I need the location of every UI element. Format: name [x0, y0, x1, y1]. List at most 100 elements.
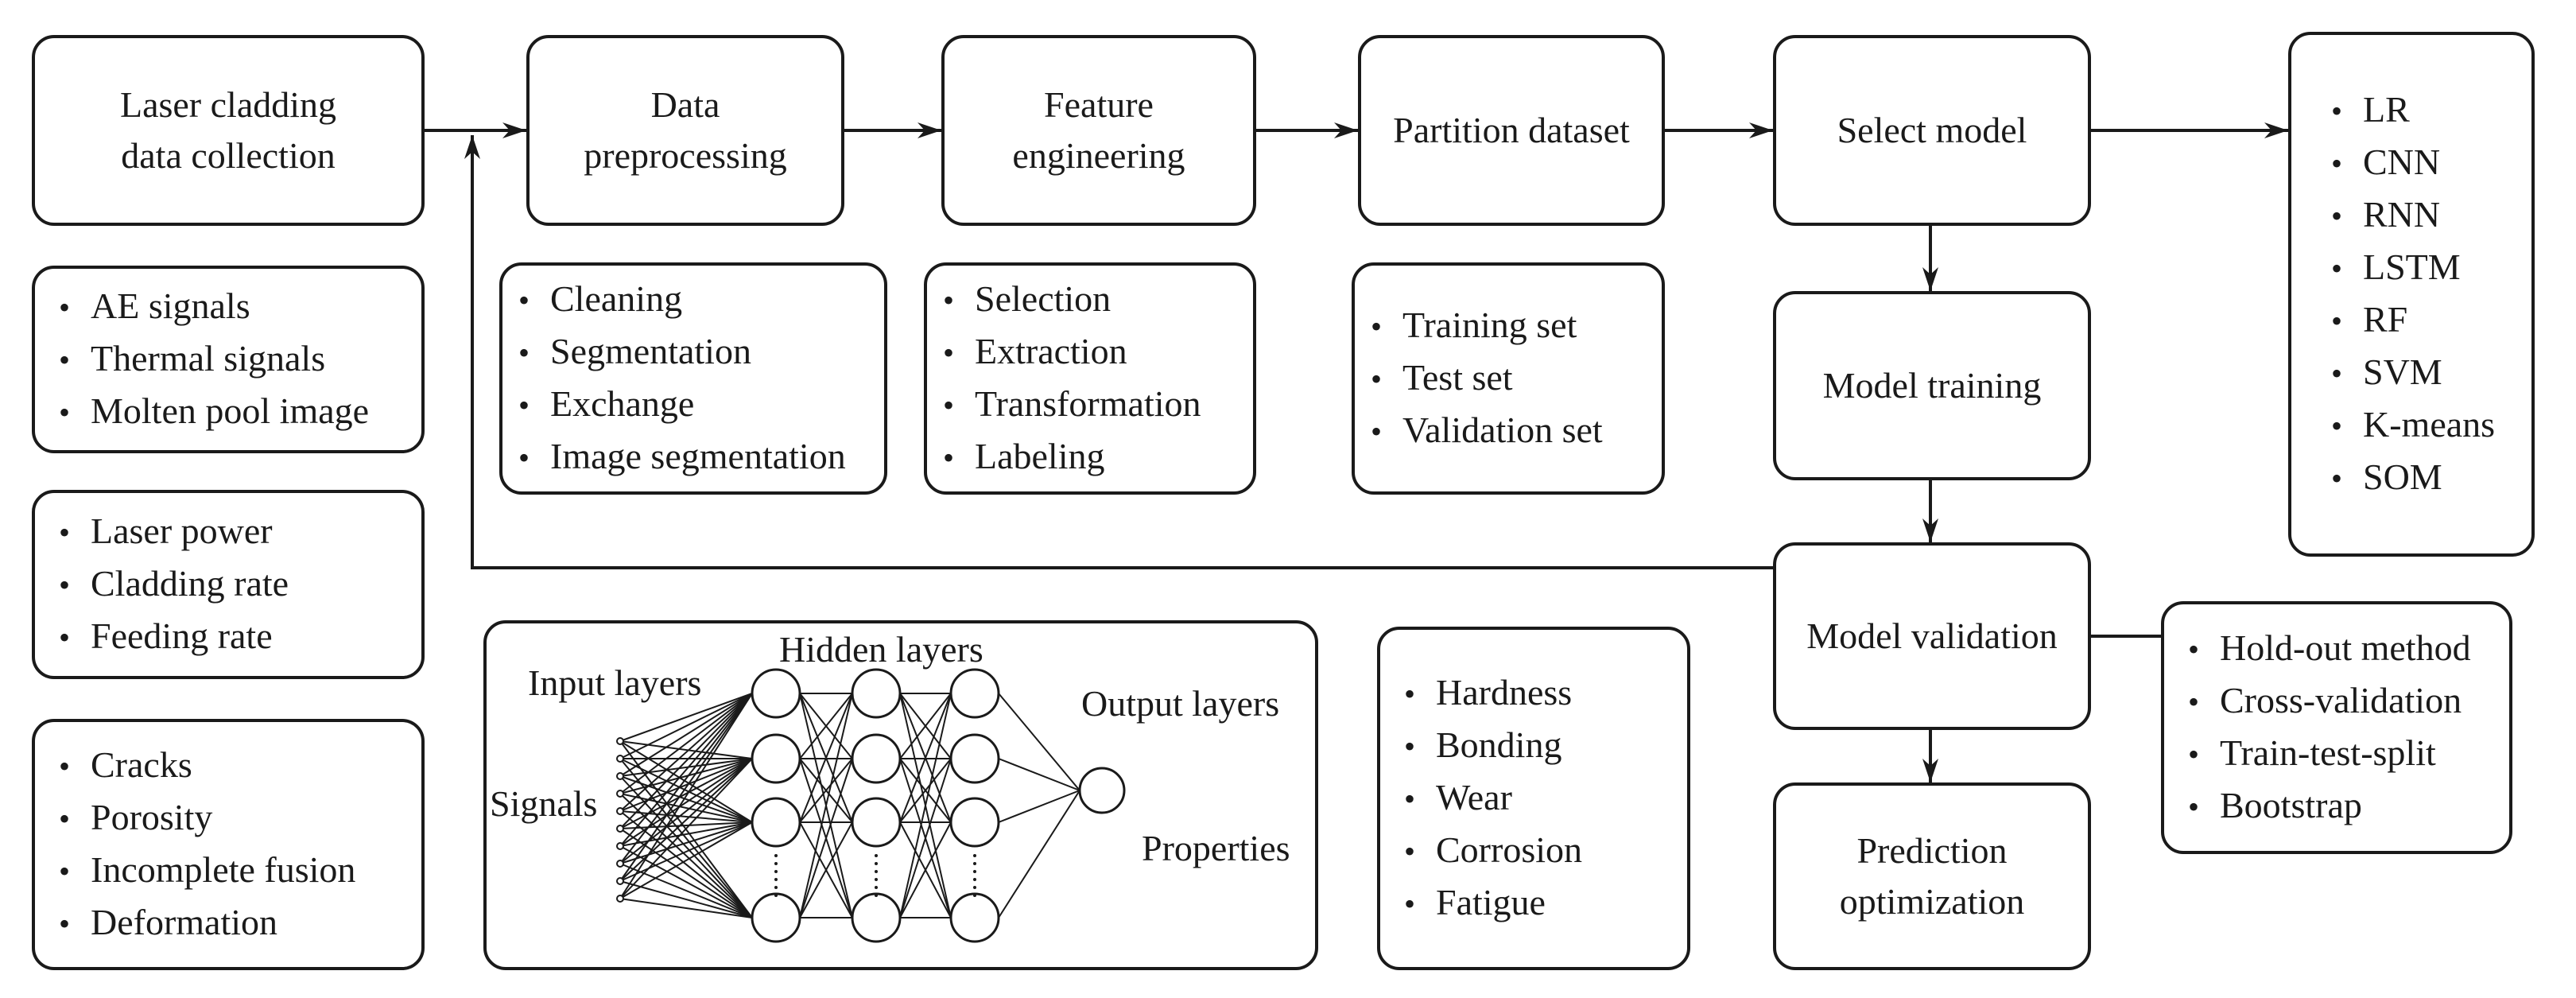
ellipsis-dot	[774, 854, 778, 857]
ellipsis-dot	[973, 886, 976, 889]
list-item: Bootstrap	[2188, 780, 2509, 833]
input-node	[616, 790, 624, 798]
list-item: Deformation	[59, 897, 421, 949]
flow-box-text: Data	[650, 84, 720, 125]
flow-box-select-model: Select model	[1773, 35, 2091, 226]
ellipsis-dot	[875, 862, 878, 865]
ellipsis-dot	[973, 894, 976, 897]
flow-box-text: Select model	[1837, 110, 2027, 150]
nn-edge	[619, 828, 753, 918]
output-node	[1078, 767, 1126, 814]
input-layers-label: Input layers	[528, 662, 702, 703]
list-preprocessing-steps: Cleaning Segmentation Exchange Image seg…	[499, 262, 887, 495]
hidden-node	[751, 797, 801, 848]
nn-edge	[619, 898, 753, 918]
nn-edge	[619, 758, 753, 864]
nn-edge	[998, 758, 1080, 791]
list-item: Incomplete fusion	[59, 845, 421, 897]
list-item: Transformation	[943, 379, 1253, 431]
nn-edge	[899, 758, 952, 918]
flow-box-text: optimization	[1839, 881, 2025, 922]
ellipsis-dot	[774, 862, 778, 865]
list-item: Selection	[943, 274, 1253, 326]
list-item: SVM	[2331, 347, 2531, 399]
list-item: K-means	[2331, 399, 2531, 452]
nn-edge	[619, 693, 753, 864]
output-layers-label: Output layers	[1081, 683, 1280, 724]
list-item: RF	[2331, 294, 2531, 347]
nn-edge	[619, 693, 753, 882]
ellipsis-dot	[973, 862, 976, 865]
hidden-node	[949, 733, 1000, 784]
nn-edge	[998, 790, 1080, 918]
list-process-parameters: Laser power Cladding rate Feeding rate	[32, 490, 425, 679]
list-defects: Cracks Porosity Incomplete fusion Deform…	[32, 719, 425, 970]
input-node	[616, 877, 624, 885]
list-item: Validation set	[1371, 405, 1662, 457]
flow-box-text: engineering	[1012, 135, 1185, 176]
signals-label: Signals	[490, 783, 598, 824]
list-item: Wear	[1404, 772, 1687, 825]
nn-edge	[899, 821, 952, 918]
ellipsis-dot	[774, 870, 778, 873]
input-node	[616, 895, 624, 903]
nn-edge	[619, 758, 753, 829]
list-item: Molten pool image	[59, 386, 421, 438]
nn-edge	[899, 693, 952, 759]
ellipsis-dot	[875, 878, 878, 881]
list-item: Cladding rate	[59, 558, 421, 611]
list-item: Feeding rate	[59, 611, 421, 663]
flow-box-prediction-optimization: Prediction optimization	[1773, 782, 2091, 970]
nn-edge	[619, 693, 753, 759]
list-item: Segmentation	[518, 326, 884, 379]
list-item: Exchange	[518, 379, 884, 431]
list-validation-methods: Hold-out method Cross-validation Train-t…	[2161, 601, 2512, 854]
nn-edge	[799, 821, 853, 918]
input-node	[616, 860, 624, 868]
flow-box-model-training: Model training	[1773, 291, 2091, 480]
ellipsis-dot	[875, 894, 878, 897]
flow-box-text: data collection	[121, 135, 336, 176]
nn-edge	[619, 758, 753, 777]
nn-edge	[619, 793, 753, 918]
nn-edge	[899, 693, 952, 823]
nn-edge	[619, 693, 753, 899]
list-item: Extraction	[943, 326, 1253, 379]
list-item: Cross-validation	[2188, 675, 2509, 728]
flow-box-data-preprocessing: Data preprocessing	[526, 35, 844, 226]
nn-edge	[619, 810, 753, 918]
input-node	[616, 842, 624, 850]
list-item: Labeling	[943, 431, 1253, 483]
input-node	[616, 755, 624, 763]
nn-edge	[619, 821, 753, 847]
nn-edge	[619, 693, 753, 847]
flow-box-text: Prediction	[1856, 830, 2008, 871]
input-node	[616, 825, 624, 833]
nn-edge	[619, 775, 753, 823]
nn-edge	[799, 758, 853, 918]
list-item: Training set	[1371, 300, 1662, 352]
nn-edge	[799, 693, 853, 823]
hidden-node	[949, 892, 1000, 943]
nn-edge	[619, 845, 753, 918]
flow-box-text: preprocessing	[584, 135, 787, 176]
nn-edge	[619, 758, 753, 918]
input-node	[616, 807, 624, 815]
list-item: Image segmentation	[518, 431, 884, 483]
ellipsis-dot	[774, 894, 778, 897]
nn-edge	[899, 758, 952, 823]
list-item: LR	[2331, 84, 2531, 137]
list-item: Fatigue	[1404, 877, 1687, 930]
ellipsis-dot	[973, 878, 976, 881]
nn-edge	[619, 810, 753, 823]
list-item: Laser power	[59, 506, 421, 558]
nn-edge	[799, 693, 853, 918]
ellipsis-dot	[973, 854, 976, 857]
nn-edge	[799, 693, 853, 759]
list-item: Train-test-split	[2188, 728, 2509, 780]
nn-edge	[619, 693, 753, 777]
list-dataset-splits: Training set Test set Validation set	[1352, 262, 1665, 495]
list-item: Hardness	[1404, 667, 1687, 720]
neural-network-panel: Input layers Hidden layers Output layers…	[483, 620, 1318, 970]
